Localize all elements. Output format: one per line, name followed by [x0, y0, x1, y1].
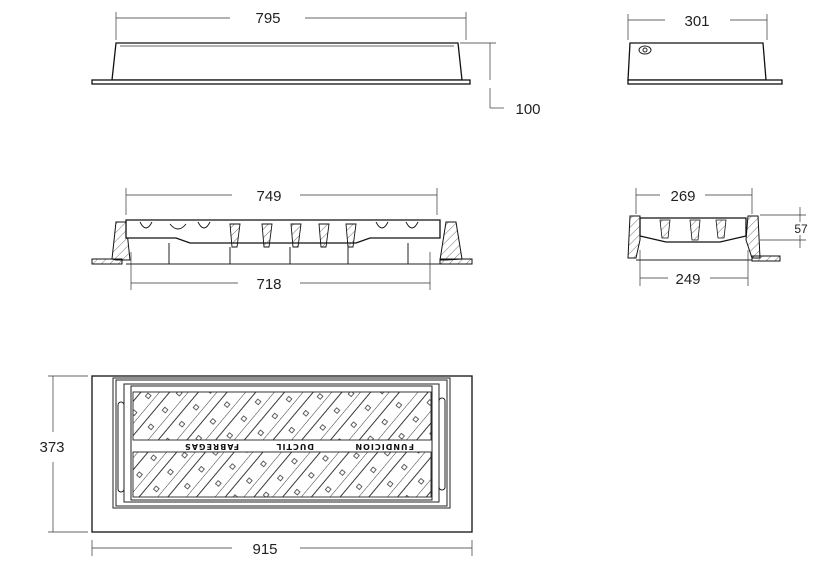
side-width-dimension: 301	[684, 13, 709, 30]
section-bottom-width-dimension: 718	[256, 276, 281, 293]
depth-dimension: 57	[794, 222, 808, 236]
side-section-view	[627, 188, 806, 286]
plan-height-dimension: 373	[39, 439, 64, 456]
front-section-view	[91, 188, 473, 290]
side-section-bottom-width-dimension: 249	[675, 271, 700, 288]
cast-text-ductil: DUCTIL	[275, 442, 314, 451]
cast-text-fundicion: FUNDICION	[354, 442, 414, 451]
plan-view	[48, 375, 473, 556]
side-elevation-view	[627, 14, 783, 85]
front-width-dimension: 795	[255, 10, 280, 27]
bolt-icon	[638, 45, 652, 55]
height-dimension: 100	[515, 101, 540, 118]
cast-text-fabregas: FABREGAS	[184, 442, 239, 451]
section-top-width-dimension: 749	[256, 188, 281, 205]
front-elevation-view	[91, 12, 504, 109]
plan-width-dimension: 915	[252, 541, 277, 558]
side-section-top-width-dimension: 269	[670, 188, 695, 205]
